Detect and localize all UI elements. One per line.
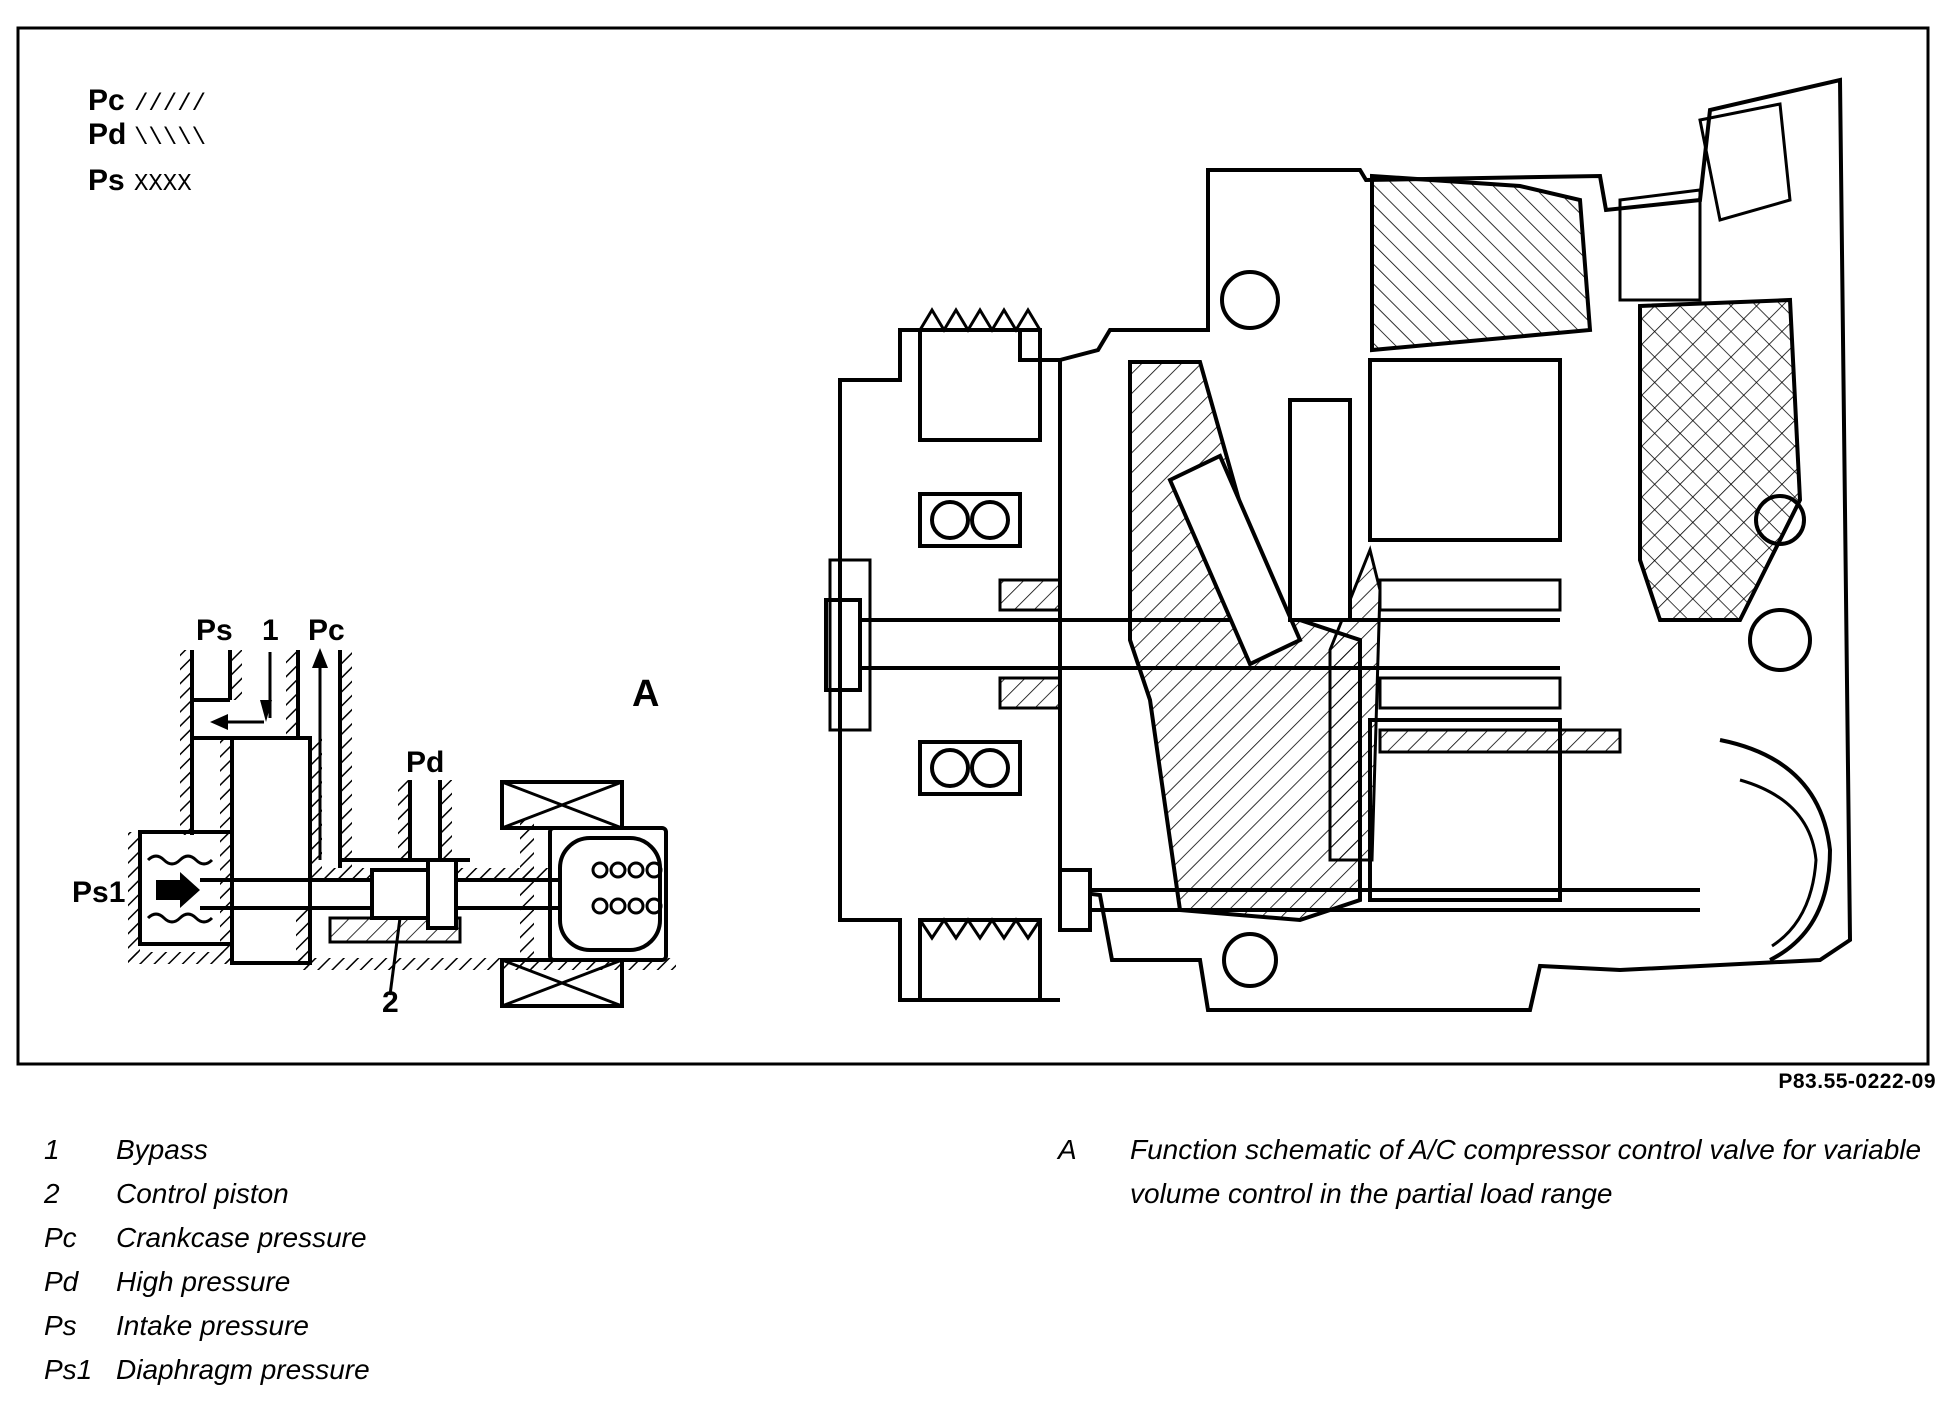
legend-text: Diaphragm pressure [116,1354,370,1385]
schematic-label-ps: Ps [196,614,233,647]
key-pc-pattern: ///// [134,91,206,118]
legend-text: High pressure [116,1266,291,1297]
key-pd-pattern: \\\\\ [134,125,206,152]
schematic-label-a: A [632,673,659,715]
legend-text: Bypass [116,1134,208,1165]
legend-item: 1 Bypass [44,1128,370,1172]
legend-key: Ps [44,1310,77,1341]
legend-item: Ps Intake pressure [44,1304,370,1348]
figure-code: P83.55-0222-09 [1778,1070,1936,1093]
legend-item: Ps1 Diaphragm pressure [44,1348,370,1392]
legend-item: Pd High pressure [44,1260,370,1304]
legend-key: 1 [44,1134,60,1165]
schematic-label-pc: Pc [308,614,345,647]
figure-frame [16,26,1930,1066]
key-ps-label: Ps [88,164,125,197]
legend: 1 Bypass 2 Control piston Pc Crankcase p… [44,1128,370,1392]
key-pd-label: Pd [88,118,126,151]
control-valve-schematic [128,648,676,1008]
key-ps-pattern: XXXX [134,171,192,198]
legend-key: 2 [44,1178,60,1209]
legend-text: Crankcase pressure [116,1222,367,1253]
schematic-label-piston-number: 2 [382,986,399,1019]
legend-key: Pd [44,1266,79,1297]
schematic-label-pd: Pd [406,746,444,779]
pressure-key: Pc ///// Pd \\\\\ Ps XXXX [88,84,206,198]
legend-item: 2 Control piston [44,1172,370,1216]
schematic-label-bypass-number: 1 [262,614,279,647]
compressor-cross-section [824,77,1853,1012]
figure-caption: A Function schematic of A/C compressor c… [1058,1128,1958,1216]
caption-key: A [1058,1134,1077,1165]
schematic-label-ps1: Ps1 [72,876,125,909]
legend-key: Pc [44,1222,77,1253]
key-pc-label: Pc [88,84,125,117]
legend-item: Pc Crankcase pressure [44,1216,370,1260]
legend-text: Control piston [116,1178,289,1209]
legend-key: Ps1 [44,1354,93,1385]
legend-text: Intake pressure [116,1310,309,1341]
caption-text: Function schematic of A/C compressor con… [1130,1134,1922,1209]
